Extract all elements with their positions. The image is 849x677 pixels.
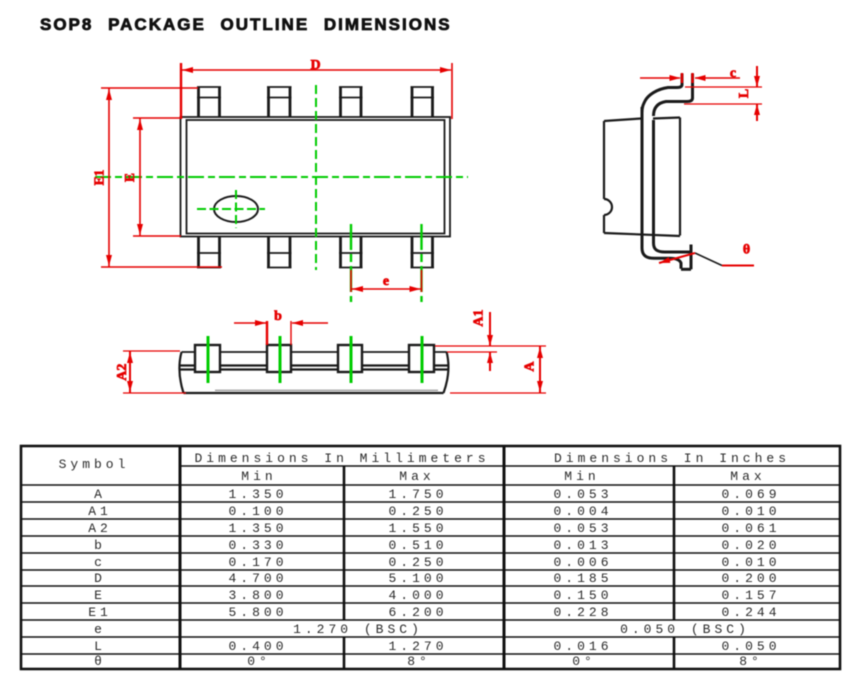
svg-text:0.053: 0.053 <box>553 521 612 536</box>
svg-text:0.050 (BSC): 0.050 (BSC) <box>620 622 750 637</box>
svg-text:E1: E1 <box>92 169 107 185</box>
svg-text:5.800: 5.800 <box>228 605 287 620</box>
svg-text:e: e <box>94 622 106 637</box>
svg-text:Symbol: Symbol <box>59 457 130 472</box>
svg-text:0.170: 0.170 <box>228 555 287 570</box>
svg-text:0.100: 0.100 <box>228 504 287 519</box>
svg-text:Min: Min <box>241 469 276 484</box>
svg-text:A: A <box>94 487 106 502</box>
svg-text:θ: θ <box>94 654 106 669</box>
svg-text:0.200: 0.200 <box>721 571 780 586</box>
svg-text:L: L <box>94 639 106 654</box>
svg-text:E: E <box>94 588 106 603</box>
svg-text:L: L <box>737 89 752 98</box>
svg-text:b: b <box>94 538 106 553</box>
svg-text:D: D <box>310 58 320 73</box>
svg-text:0.150: 0.150 <box>553 588 612 603</box>
svg-text:c: c <box>94 555 106 570</box>
svg-text:0.020: 0.020 <box>721 538 780 553</box>
svg-text:0.330: 0.330 <box>228 538 287 553</box>
svg-text:8°: 8° <box>407 654 431 669</box>
svg-text:4.000: 4.000 <box>388 588 447 603</box>
svg-text:8°: 8° <box>739 654 763 669</box>
svg-text:A: A <box>523 361 538 372</box>
svg-text:1.350: 1.350 <box>228 521 287 536</box>
svg-text:D: D <box>94 571 106 586</box>
svg-text:0.016: 0.016 <box>553 639 612 654</box>
svg-text:1.550: 1.550 <box>388 521 447 536</box>
svg-text:0.157: 0.157 <box>721 588 780 603</box>
svg-text:0.400: 0.400 <box>228 639 287 654</box>
svg-text:0.061: 0.061 <box>721 521 780 536</box>
svg-text:1.270 (BSC): 1.270 (BSC) <box>293 622 423 637</box>
svg-text:e: e <box>383 274 389 289</box>
svg-text:0.510: 0.510 <box>388 538 447 553</box>
svg-text:1.270: 1.270 <box>388 639 447 654</box>
svg-text:A2: A2 <box>88 521 112 536</box>
svg-text:5.100: 5.100 <box>388 571 447 586</box>
svg-text:0.250: 0.250 <box>388 504 447 519</box>
svg-text:θ: θ <box>743 243 750 258</box>
svg-text:0.010: 0.010 <box>721 555 780 570</box>
svg-text:Dimensions In Millimeters: Dimensions In Millimeters <box>194 451 489 466</box>
svg-text:4.700: 4.700 <box>228 571 287 586</box>
svg-text:0.185: 0.185 <box>553 571 612 586</box>
svg-text:0.006: 0.006 <box>553 555 612 570</box>
svg-text:A1: A1 <box>88 504 112 519</box>
svg-text:0.250: 0.250 <box>388 555 447 570</box>
svg-text:Max: Max <box>730 469 765 484</box>
svg-text:Dimensions In Inches: Dimensions In Inches <box>554 451 790 466</box>
svg-text:Min: Min <box>564 469 599 484</box>
svg-text:0.228: 0.228 <box>553 605 612 620</box>
svg-text:E1: E1 <box>88 605 112 620</box>
svg-text:0.004: 0.004 <box>553 504 612 519</box>
svg-text:0°: 0° <box>247 654 271 669</box>
svg-text:Max: Max <box>399 469 434 484</box>
svg-text:A2: A2 <box>115 364 130 381</box>
svg-text:0.244: 0.244 <box>721 605 780 620</box>
svg-text:A1: A1 <box>472 309 487 326</box>
svg-text:1.350: 1.350 <box>228 487 287 502</box>
svg-text:b: b <box>274 309 282 324</box>
svg-text:0.069: 0.069 <box>721 487 780 502</box>
svg-text:0.050: 0.050 <box>721 639 780 654</box>
svg-text:c: c <box>730 66 736 81</box>
svg-text:1.750: 1.750 <box>388 487 447 502</box>
svg-text:3.800: 3.800 <box>228 588 287 603</box>
svg-text:E: E <box>122 173 137 182</box>
svg-text:6.200: 6.200 <box>388 605 447 620</box>
svg-text:0.013: 0.013 <box>553 538 612 553</box>
svg-text:0.010: 0.010 <box>721 504 780 519</box>
svg-text:SOP8 PACKAGE OUTLINE DIMENSION: SOP8 PACKAGE OUTLINE DIMENSIONS <box>40 15 452 34</box>
svg-text:0°: 0° <box>572 654 596 669</box>
svg-text:0.053: 0.053 <box>553 487 612 502</box>
